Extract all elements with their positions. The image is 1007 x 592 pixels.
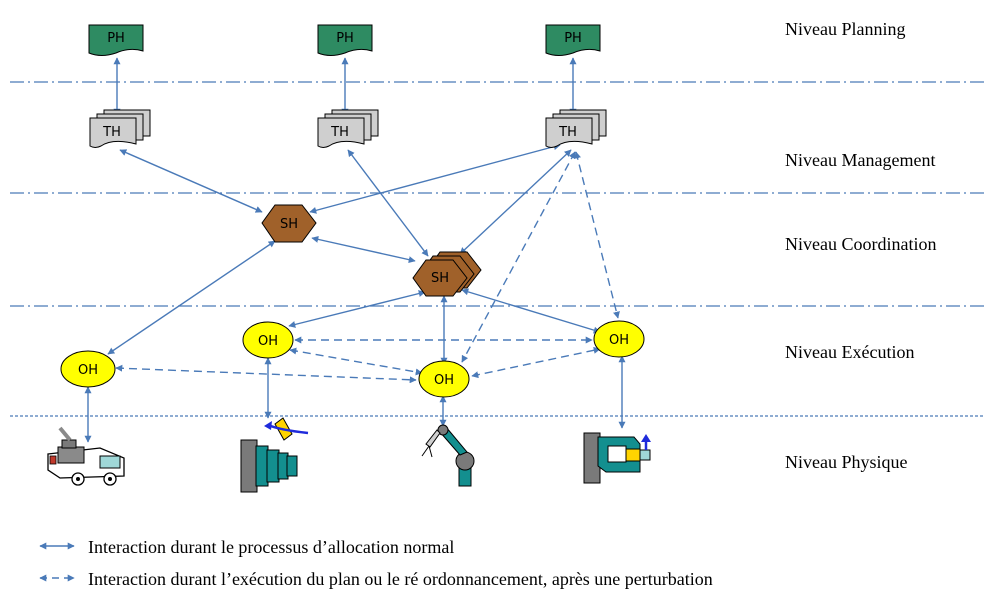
dashed-arrow-oh1-oh3	[115, 364, 417, 384]
legend-item-normal: Interaction durant le processus d’alloca…	[39, 537, 454, 557]
dashed-arrow-oh3-oh4	[471, 346, 601, 379]
arrow-th1-sh1	[119, 149, 263, 213]
arrow-sh2-oh2	[288, 290, 426, 328]
level-label-coordination: Niveau Coordination	[785, 234, 936, 254]
operational-holon-label: OH	[434, 373, 454, 388]
planning-holon: PH	[88, 24, 144, 56]
perturbation-interaction-arrows	[115, 151, 620, 384]
planning-holon-label: PH	[336, 31, 354, 46]
arrow-th3-sh1	[309, 143, 561, 214]
operational-holon-label: OH	[609, 333, 629, 348]
supervisor-holon: SH	[261, 204, 317, 243]
planning-holon-label: PH	[107, 31, 125, 46]
arrow-sh2-oh4	[461, 288, 601, 334]
dashed-arrow-oh2-oh3	[289, 347, 423, 376]
planning-holon: PH	[317, 24, 373, 56]
arrow-sh1-sh2	[311, 235, 416, 264]
task-holon-label: TH	[558, 125, 577, 140]
arrow-th3-sh2	[459, 149, 572, 255]
operational-holon-label: OH	[258, 334, 278, 349]
legend-normal-text: Interaction durant le processus d’alloca…	[88, 537, 454, 557]
operational-holon: OH	[60, 350, 116, 388]
level-label-management: Niveau Management	[785, 150, 935, 170]
legend-perturbation-text: Interaction durant l’exécution du plan o…	[88, 569, 713, 589]
milling-machine-icon	[583, 432, 651, 484]
operational-holon: OH	[418, 360, 470, 398]
level-label-physical: Niveau Physique	[785, 452, 907, 472]
arrow-th2-sh2	[347, 149, 429, 257]
arrow-sh1-oh1	[107, 240, 276, 355]
supervisor-holon-label: SH	[431, 271, 449, 286]
supervisor-holon-label: SH	[280, 217, 298, 232]
agv-vehicle-icon	[47, 426, 125, 486]
operational-holon-label: OH	[78, 363, 98, 378]
dashed-arrow-th3-oh3	[461, 151, 576, 363]
supervisor-holon-stack: SH	[412, 251, 482, 297]
level-label-execution: Niveau Exécution	[785, 342, 914, 362]
task-holon: TH	[545, 109, 607, 148]
robot-arm-icon	[421, 424, 475, 487]
task-holon: TH	[317, 109, 379, 148]
planning-holon-label: PH	[564, 31, 582, 46]
task-holon-label: TH	[330, 125, 349, 140]
legend: Interaction durant le processus d’alloca…	[39, 537, 713, 589]
operational-holon: OH	[593, 320, 645, 358]
task-holon: TH	[89, 109, 151, 148]
dashed-arrow-th3-oh4	[574, 151, 620, 319]
operational-holon: OH	[242, 321, 294, 359]
task-holon-label: TH	[102, 125, 121, 140]
lathe-machine-icon	[240, 417, 309, 493]
legend-item-perturbation: Interaction durant l’exécution du plan o…	[39, 569, 713, 589]
planning-holon: PH	[545, 24, 601, 56]
level-label-planning: Niveau Planning	[785, 19, 905, 39]
